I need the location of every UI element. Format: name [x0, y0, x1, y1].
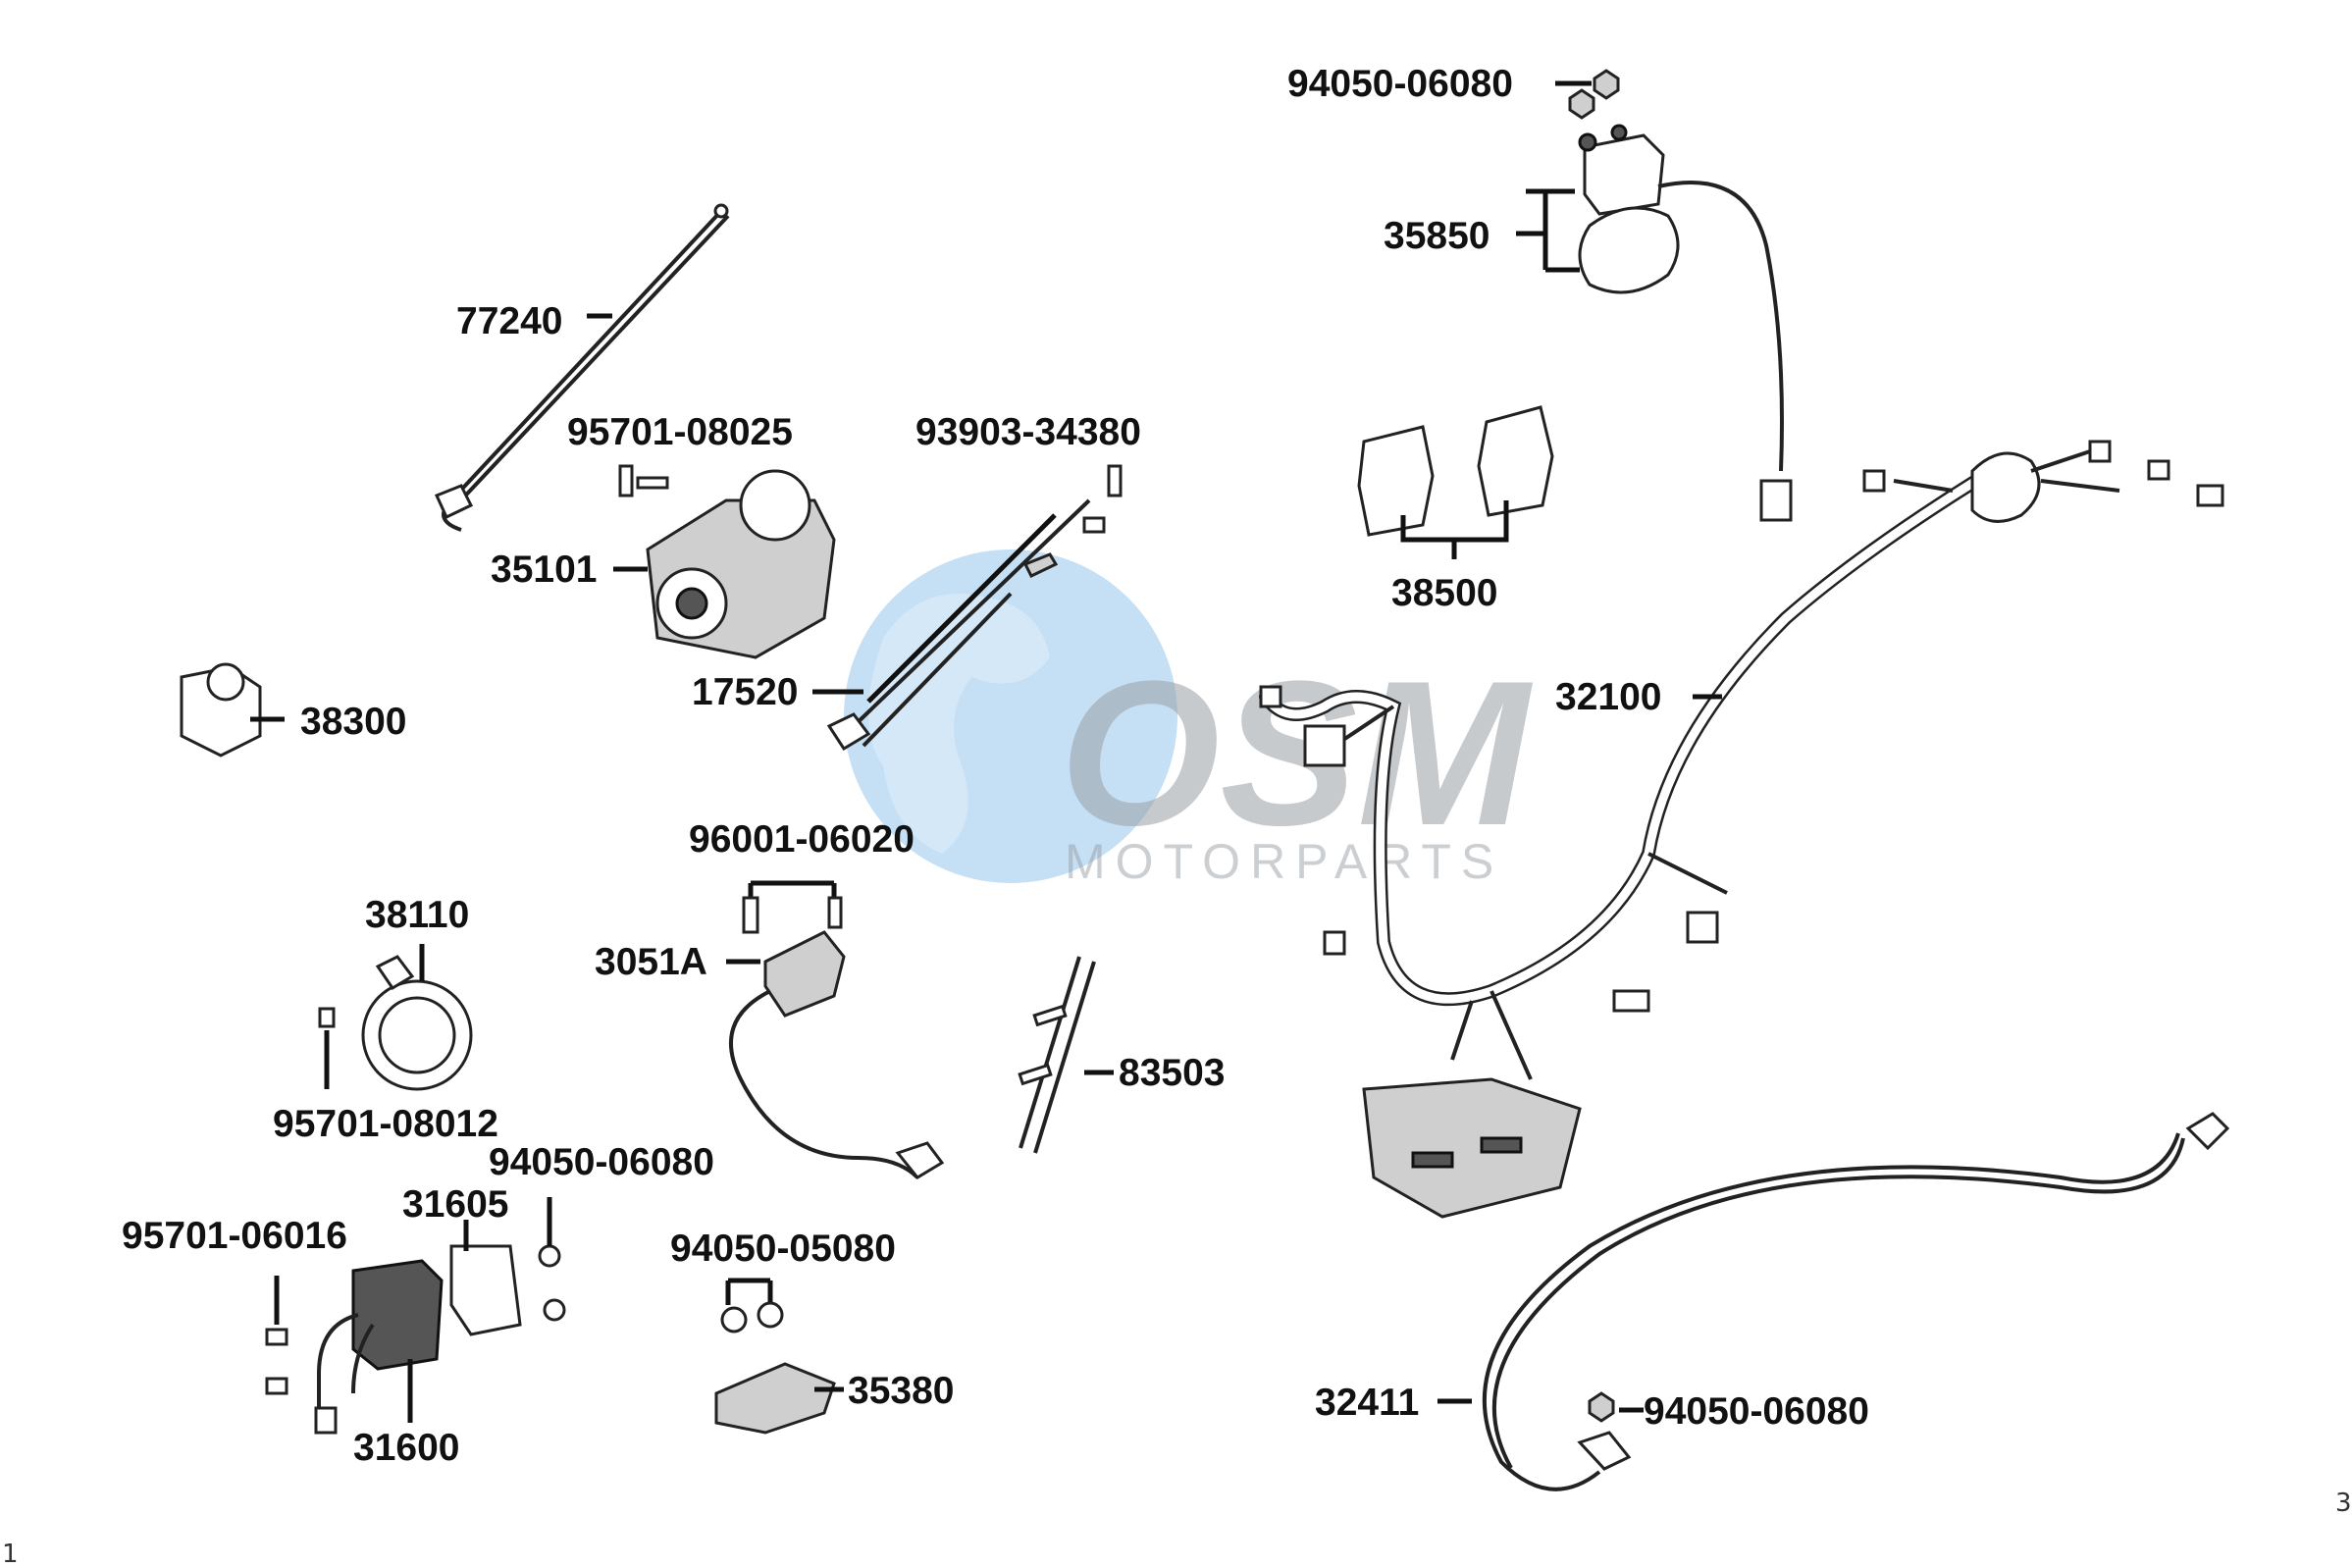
label-35380: 35380 [848, 1370, 954, 1412]
label-38110: 38110 [365, 894, 469, 936]
label-94050-06080-bottom: 94050-06080 [1644, 1390, 1869, 1433]
label-38500: 38500 [1391, 572, 1497, 614]
label-95701-06016: 95701-06016 [122, 1215, 347, 1257]
corner-mark-right: 3 [2335, 1489, 2352, 1518]
tube-83503: 83503 [1018, 956, 1225, 1154]
flasher-38300: 38300 [180, 662, 406, 758]
label-35850: 35850 [1384, 215, 1490, 257]
label-95701-08012: 95701-08012 [273, 1103, 498, 1145]
label-17520: 17520 [692, 671, 798, 713]
ignition-switch-35101: 35101 [491, 469, 836, 659]
bolt-95701-08025: 95701-08025 [567, 411, 793, 497]
wire-harness-32100: 32100 [1259, 440, 2224, 1219]
regulator-31600: 95701-06016 31600 [122, 1215, 459, 1469]
nut-94050-06080-bottom: 94050-06080 [1588, 1390, 1869, 1433]
label-95701-08025: 95701-08025 [567, 411, 793, 453]
label-93903-34380: 93903-34380 [915, 411, 1141, 453]
label-94050-05080: 94050-05080 [670, 1228, 896, 1270]
label-77240: 77240 [456, 300, 562, 342]
label-94050-06080-mid: 94050-06080 [489, 1141, 714, 1183]
label-83503: 83503 [1119, 1052, 1225, 1094]
cable-77240: 77240 [434, 203, 730, 532]
ignition-coil-3051A: 96001-06020 3051A [595, 818, 945, 1179]
label-31605: 31605 [402, 1183, 508, 1226]
watermark: OSM MOTORPARTS [844, 549, 1533, 889]
label-31600: 31600 [353, 1427, 459, 1469]
label-35101: 35101 [491, 549, 597, 591]
label-94050-06080-top: 94050-06080 [1287, 63, 1513, 105]
label-32100: 32100 [1555, 676, 1661, 718]
watermark-brand: OSM [1060, 638, 1533, 868]
plate-31605: 31605 94050-06080 [402, 1141, 714, 1336]
label-3051A: 3051A [595, 941, 707, 983]
battery-cable-32411: 32411 [1315, 1112, 2230, 1491]
sensor-35380: 94050-05080 35380 [670, 1228, 954, 1435]
horn-38110: 38110 95701-08012 [273, 894, 498, 1145]
starter-relay-35850: 35850 [1384, 124, 1793, 522]
label-32411: 32411 [1315, 1382, 1419, 1424]
corner-mark-left: 1 [2, 1540, 19, 1568]
relays-38500: 38500 [1357, 405, 1554, 614]
nut-94050-06080-top: 94050-06080 [1287, 63, 1620, 120]
label-96001-06020: 96001-06020 [689, 818, 915, 861]
label-38300: 38300 [300, 701, 406, 743]
watermark-subtitle: MOTORPARTS [1065, 834, 1503, 889]
lock-cable-17520: 93903-34380 17520 [692, 411, 1141, 752]
